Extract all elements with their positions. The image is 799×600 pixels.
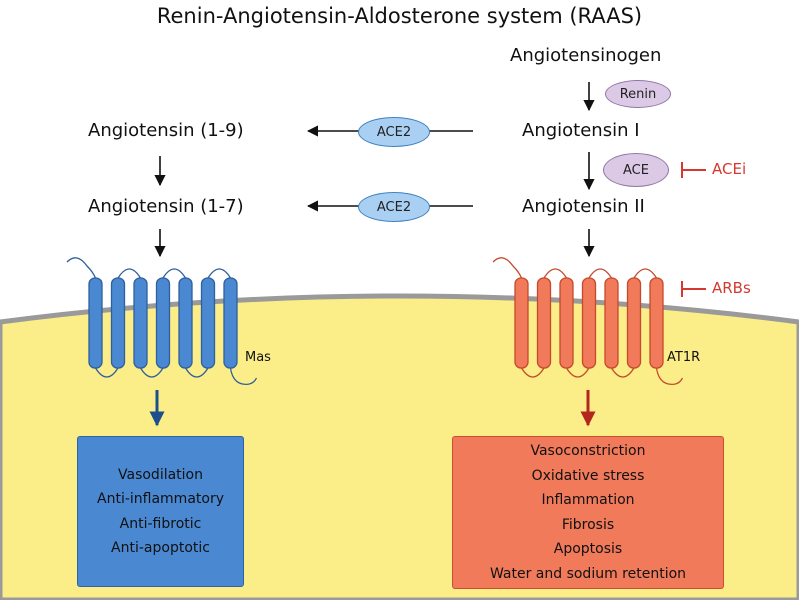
at1r-effects-box: Vasoconstriction Oxidative stress Inflam… xyxy=(452,436,724,589)
at1r-effect: Inflammation xyxy=(541,492,635,508)
at1r-effect: Fibrosis xyxy=(561,516,615,533)
at1r-effect: Vasoconstriction xyxy=(530,443,646,459)
at1r-effect: Apoptosis xyxy=(553,541,623,557)
mas-effect: Anti-inflammatory xyxy=(97,491,224,507)
ace2-enzyme-top: ACE2 xyxy=(358,117,430,147)
diagram-title: Renin-Angiotensin-Aldosterone system (RA… xyxy=(156,4,643,28)
arbs-label: ARBs xyxy=(712,279,751,297)
transmembrane-helix xyxy=(155,277,171,369)
transmembrane-helix xyxy=(88,277,103,369)
mas-effects-box: Vasodilation Anti-inflammatory Anti-fibr… xyxy=(77,436,244,587)
mas-receptor-label: Mas xyxy=(245,350,271,365)
transmembrane-helix xyxy=(626,277,642,369)
transmembrane-helix xyxy=(200,277,216,369)
mas-receptor xyxy=(66,257,258,386)
arbs-inhibition-symbol xyxy=(681,281,706,297)
mas-effect: Vasodilation xyxy=(118,466,203,483)
mas-effect: Anti-apoptotic xyxy=(111,540,210,556)
transmembrane-helix xyxy=(559,277,574,369)
at1r-receptor xyxy=(492,257,684,386)
transmembrane-helix xyxy=(178,277,193,369)
mas-effect: Anti-fibrotic xyxy=(119,515,202,532)
renin-enzyme: Renin xyxy=(605,80,671,108)
transmembrane-helix xyxy=(649,277,664,369)
at1r-effect: Oxidative stress xyxy=(531,467,645,484)
acei-label: ACEi xyxy=(712,160,747,178)
transmembrane-helix xyxy=(581,277,597,369)
acei-inhibition-symbol xyxy=(681,162,706,178)
angiotensin-2-label: Angiotensin II xyxy=(522,196,645,217)
ace2-enzyme-bottom: ACE2 xyxy=(358,192,430,222)
angiotensin-1-9-label: Angiotensin (1-9) xyxy=(88,120,244,141)
angiotensinogen-label: Angiotensinogen xyxy=(510,45,662,66)
ace-enzyme: ACE xyxy=(603,153,669,187)
transmembrane-helix xyxy=(604,277,619,369)
transmembrane-helix xyxy=(514,277,529,369)
transmembrane-helix xyxy=(223,277,238,369)
at1r-receptor-label: AT1R xyxy=(667,350,701,365)
transmembrane-helix xyxy=(110,277,126,369)
at1r-effect: Water and sodium retention xyxy=(489,565,687,582)
angiotensin-1-label: Angiotensin I xyxy=(522,120,640,141)
transmembrane-helix xyxy=(536,277,552,369)
angiotensin-1-7-label: Angiotensin (1-7) xyxy=(88,196,244,217)
transmembrane-helix xyxy=(133,277,148,369)
